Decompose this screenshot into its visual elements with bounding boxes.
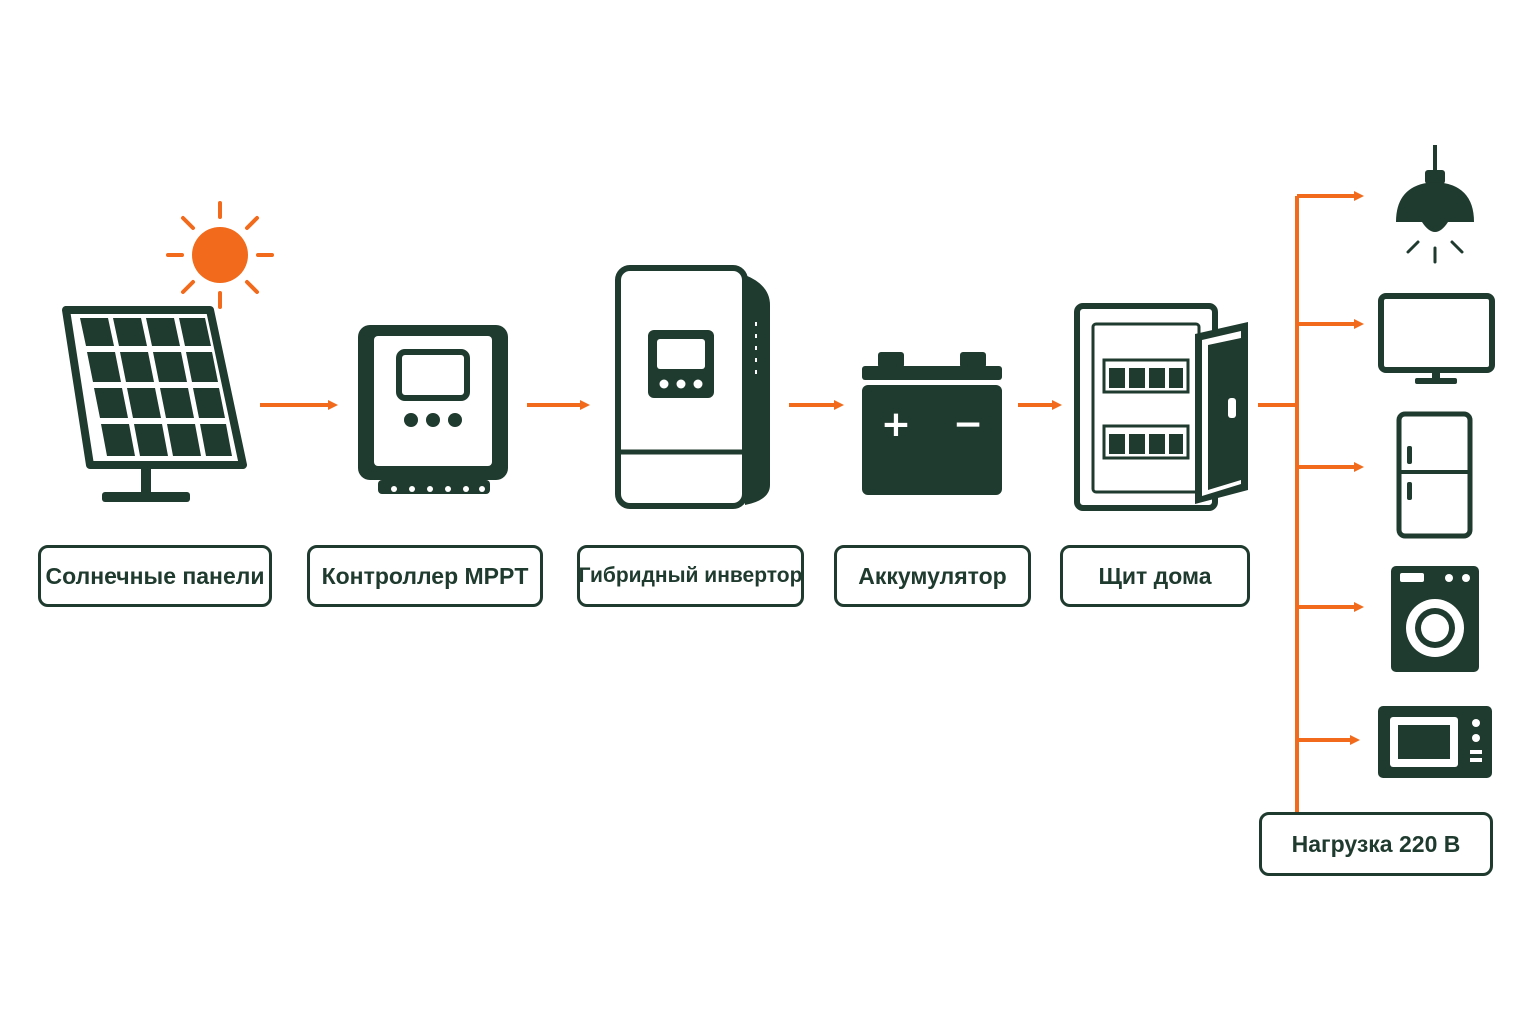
hybrid-inverter-icon xyxy=(615,265,770,509)
label-solar-panels: Солнечные панели xyxy=(38,545,272,607)
sun-icon xyxy=(166,201,274,309)
washing-machine-icon xyxy=(1391,566,1479,672)
label-house-panel: Щит дома xyxy=(1060,545,1250,607)
fridge-icon xyxy=(1396,411,1473,539)
label-hybrid-inverter: Гибридный инвертор xyxy=(577,545,804,607)
label-load: Нагрузка 220 В xyxy=(1259,812,1493,876)
microwave-icon xyxy=(1378,706,1492,778)
battery-minus-label: − xyxy=(953,404,983,445)
distribution-board-icon xyxy=(1074,303,1248,511)
load-bus xyxy=(1258,191,1364,812)
mppt-controller-icon xyxy=(358,325,508,494)
battery-icon: + − xyxy=(862,352,1002,495)
battery-plus-label: + xyxy=(881,404,911,445)
lamp-icon xyxy=(1396,145,1474,264)
tv-icon xyxy=(1378,293,1495,384)
label-mppt-controller: Контроллер MPPT xyxy=(307,545,543,607)
label-battery: Аккумулятор xyxy=(834,545,1031,607)
solar-panel-icon xyxy=(62,306,247,502)
